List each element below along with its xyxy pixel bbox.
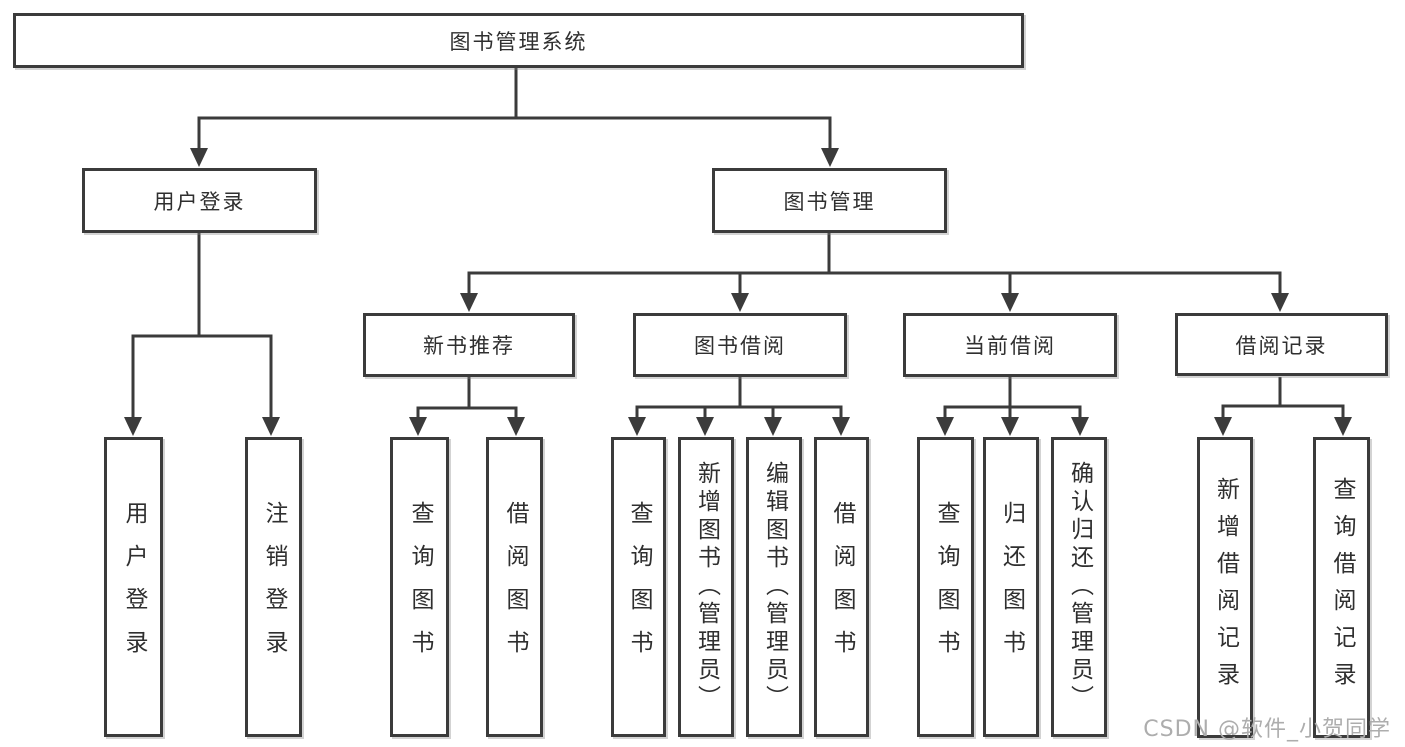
node-label: 用户登录: [153, 189, 246, 214]
node-label: 查询图书: [626, 501, 652, 673]
node-label: 新增图书（管理员）: [693, 461, 720, 713]
node-label: 新增借阅记录: [1212, 476, 1239, 699]
node-book-borrow: 图书借阅: [633, 313, 847, 377]
leaf-query-books-recommend: 查询图书: [390, 437, 449, 737]
leaf-borrow-books-recommend: 借阅图书: [486, 437, 543, 737]
node-borrow-records: 借阅记录: [1175, 313, 1388, 376]
leaf-confirm-return-admin: 确认归还（管理员）: [1051, 437, 1107, 737]
leaf-add-borrow-record: 新增借阅记录: [1197, 437, 1253, 738]
node-new-book-recommend: 新书推荐: [363, 313, 575, 377]
node-user-login: 用户登录: [82, 168, 317, 233]
node-label: 查询借阅记录: [1329, 476, 1355, 699]
leaf-edit-books-admin: 编辑图书（管理员）: [746, 437, 802, 737]
node-label: 借阅图书: [829, 501, 855, 673]
node-current-borrow: 当前借阅: [903, 313, 1117, 377]
leaf-query-books-borrow: 查询图书: [611, 437, 666, 737]
leaf-return-books: 归还图书: [983, 437, 1039, 737]
node-label: 用户登录: [121, 501, 147, 673]
leaf-query-books-current: 查询图书: [917, 437, 974, 737]
node-label: 借阅图书: [502, 501, 528, 673]
node-label: 当前借阅: [964, 334, 1056, 358]
node-library-system: 图书管理系统: [13, 13, 1024, 68]
node-label: 借阅记录: [1235, 333, 1328, 358]
watermark-text: CSDN @软件_小贺同学: [1143, 717, 1391, 742]
leaf-borrow-books: 借阅图书: [814, 437, 869, 737]
node-label: 归还图书: [998, 501, 1025, 673]
leaf-add-books-admin: 新增图书（管理员）: [678, 437, 734, 737]
node-label: 确认归还（管理员）: [1066, 461, 1093, 713]
arrowheads: [124, 148, 1352, 436]
node-label: 查询图书: [407, 501, 433, 673]
node-book-management: 图书管理: [712, 168, 947, 233]
leaf-logout: 注销登录: [245, 437, 302, 737]
node-label: 新书推荐: [423, 334, 515, 358]
leaf-user-login: 用户登录: [104, 437, 163, 737]
leaf-query-borrow-record: 查询借阅记录: [1313, 437, 1370, 738]
node-label: 编辑图书（管理员）: [761, 461, 788, 713]
node-label: 图书管理: [783, 189, 876, 214]
node-label: 图书借阅: [694, 334, 786, 358]
node-label: 注销登录: [261, 501, 287, 673]
node-label: 图书管理系统: [449, 29, 588, 54]
node-label: 查询图书: [933, 501, 959, 673]
